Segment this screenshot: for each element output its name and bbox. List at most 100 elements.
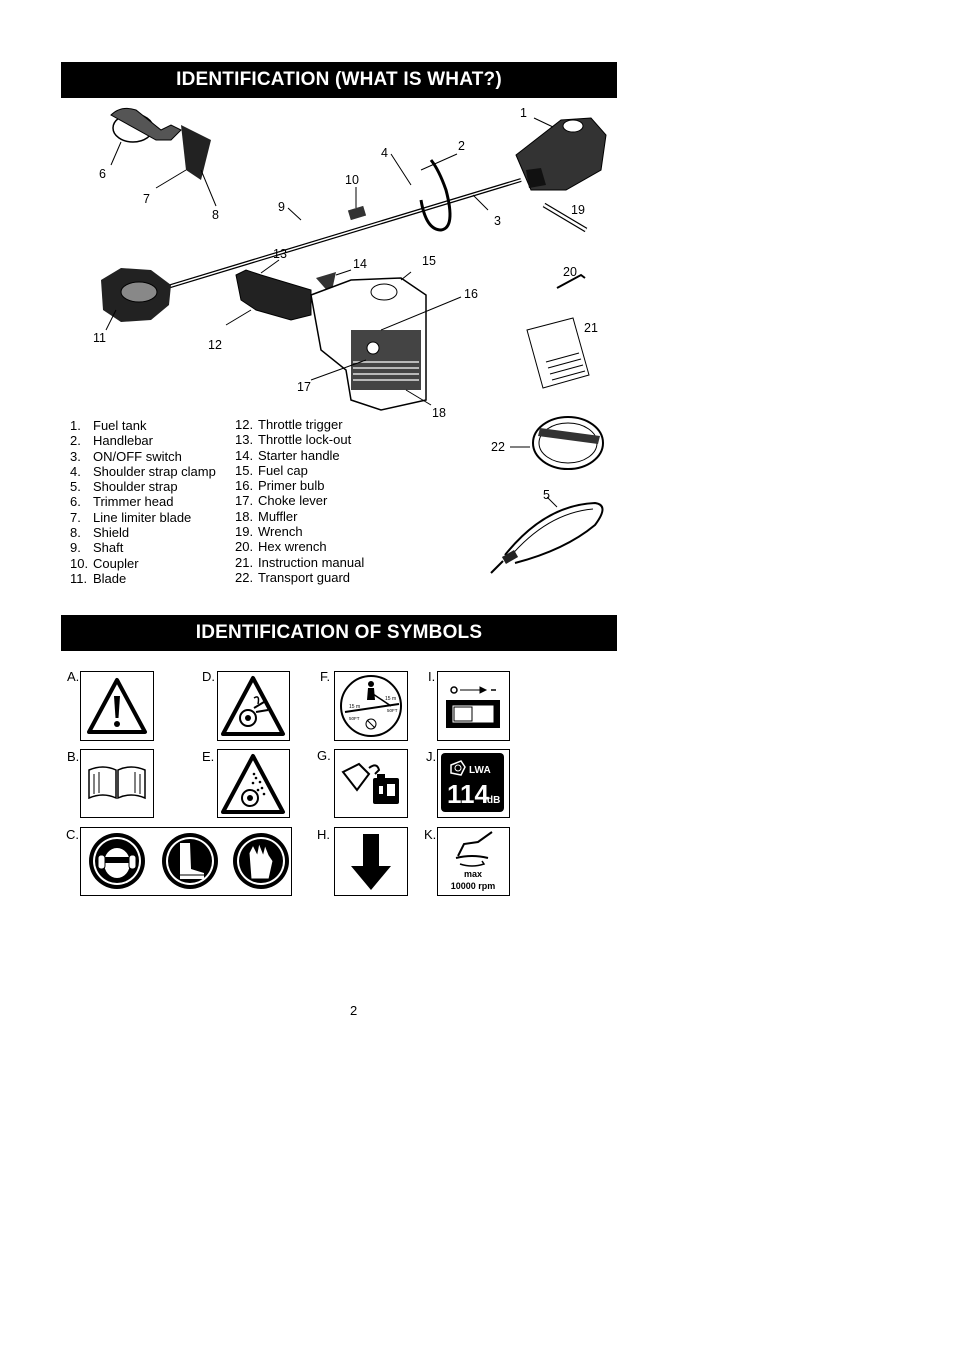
callout-6: 6 — [99, 167, 106, 181]
blade-illustration — [101, 268, 171, 322]
callout-22: 22 — [491, 440, 505, 454]
callout-16: 16 — [464, 287, 478, 301]
parts-list-item: 5.Shoulder strap — [70, 479, 178, 495]
transport-guard-illustration — [510, 416, 604, 470]
shoulder-strap-illustration — [490, 496, 604, 574]
parts-list-item: 2.Handlebar — [70, 433, 153, 449]
callout-20: 20 — [563, 265, 577, 279]
parts-list-left: 1.Fuel tank 2.Handlebar 3.ON/OFF switch … — [70, 418, 216, 586]
symbol-h-box — [334, 827, 408, 896]
callout-14: 14 — [353, 257, 367, 271]
ear-eye-protection-icon — [89, 833, 145, 889]
parts-list-item: 14.Starter handle — [235, 447, 340, 463]
parts-list-item: 18.Muffler — [235, 508, 298, 524]
parts-list-item: 22.Transport guard — [235, 569, 351, 585]
parts-list-item: 19.Wrench — [235, 524, 303, 540]
callout-7: 7 — [143, 192, 150, 206]
hex-wrench-illustration — [556, 273, 586, 289]
callout-18: 18 — [432, 406, 446, 420]
on-off-switch-icon — [446, 686, 500, 728]
distance-label-right-ft: 50FT — [387, 708, 398, 713]
parts-list-item: 12.Throttle trigger — [235, 417, 343, 432]
symbol-i-box — [437, 671, 510, 741]
max-speed-icon: max 10000 rpm — [451, 831, 496, 891]
callout-8: 8 — [212, 208, 219, 222]
symbols-heading: IDENTIFICATION OF SYMBOLS — [61, 615, 617, 651]
symbol-b-box — [80, 749, 154, 818]
distance-label-left-ft: 50FT — [349, 716, 360, 721]
parts-list-item: 1.Fuel tank — [70, 418, 147, 433]
parts-list-item: 16.Primer bulb — [235, 478, 325, 494]
symbol-letter-k: K. — [424, 827, 437, 842]
callout-19: 19 — [571, 203, 585, 217]
symbol-e-box — [217, 749, 290, 818]
thrown-objects-warning-icon — [221, 676, 285, 736]
max-label: max — [464, 869, 482, 879]
parts-list-item: 6.Trimmer head — [70, 494, 174, 510]
distance-label-left-m: 15 m — [349, 704, 360, 710]
parts-list-item: 15.Fuel cap — [235, 462, 308, 478]
parts-list-item: 11.Blade — [70, 570, 127, 586]
symbol-letter-h: H. — [317, 827, 330, 842]
symbol-k-box: max 10000 rpm — [437, 827, 510, 896]
sound-power-level-icon: LWA 114 dB — [447, 760, 500, 809]
sound-level-value: 114 — [447, 779, 489, 809]
parts-list-item: 13.Throttle lock-out — [235, 432, 352, 448]
symbol-letter-b: B. — [67, 749, 80, 764]
parts-list-item: 4.Shoulder strap clamp — [70, 463, 216, 479]
warning-triangle-icon — [87, 678, 147, 734]
wrench-illustration — [542, 202, 588, 233]
symbol-letter-i: I. — [428, 669, 436, 684]
parts-list-item: 3.ON/OFF switch — [70, 448, 182, 464]
distance-label-right-m: 15 m — [385, 696, 396, 702]
engine-unit-illustration — [515, 117, 607, 191]
identification-heading: IDENTIFICATION (WHAT IS WHAT?) — [61, 62, 617, 98]
symbol-c-box — [80, 827, 292, 896]
callout-3: 3 — [494, 214, 501, 228]
callout-10: 10 — [345, 173, 359, 187]
parts-list-right: 12.Throttle trigger 13.Throttle lock-out… — [235, 417, 364, 585]
parts-list-item: 8.Shield — [70, 525, 130, 541]
sound-level-unit: dB — [487, 795, 500, 806]
parts-list-item: 7.Line limiter blade — [70, 509, 192, 525]
symbol-letter-f: F. — [320, 669, 331, 684]
symbol-g-box — [334, 749, 408, 818]
parts-list-item: 20.Hex wrench — [235, 539, 327, 555]
callout-5: 5 — [543, 488, 550, 502]
keep-distance-icon: 15 m 15 m 50FT 50FT — [340, 675, 402, 737]
callout-21: 21 — [584, 321, 598, 335]
symbol-letter-c: C. — [66, 827, 79, 842]
boots-icon — [162, 833, 218, 889]
callout-4: 4 — [381, 146, 388, 160]
callout-11: 11 — [93, 331, 106, 345]
symbol-j-box: LWA 114 dB — [437, 749, 510, 818]
trimmer-head-illustration — [110, 107, 211, 180]
parts-list-item: 10.Coupler — [70, 555, 139, 571]
gloves-icon — [233, 833, 289, 889]
callout-1: 1 — [520, 106, 527, 120]
callout-17: 17 — [297, 380, 311, 394]
callout-13: 13 — [273, 247, 287, 261]
page-number: 2 — [350, 1003, 358, 1018]
callout-2: 2 — [458, 139, 465, 153]
symbol-a-box — [80, 671, 154, 741]
symbol-letter-a: A. — [67, 669, 80, 684]
fuel-mix-icon — [341, 762, 399, 804]
symbol-letter-e: E. — [202, 749, 215, 764]
down-arrow-icon — [351, 834, 391, 890]
callout-9: 9 — [278, 200, 285, 214]
symbol-f-box: 15 m 15 m 50FT 50FT — [334, 671, 408, 741]
callout-12: 12 — [208, 338, 222, 352]
symbol-letter-j: J. — [426, 749, 437, 764]
parts-list-item: 21.Instruction manual — [235, 554, 365, 570]
parts-list-item: 17.Choke lever — [235, 493, 328, 509]
manual-illustration — [526, 317, 590, 389]
rpm-label: 10000 rpm — [451, 881, 496, 891]
symbol-letter-d: D. — [202, 669, 215, 684]
callout-15: 15 — [422, 254, 436, 268]
engine-body-illustration — [310, 277, 427, 411]
symbol-d-box — [217, 671, 290, 741]
symbol-letter-g: G. — [317, 748, 331, 763]
sound-level-label: LWA — [469, 765, 491, 776]
trimmer-parts-diagram — [101, 107, 607, 411]
